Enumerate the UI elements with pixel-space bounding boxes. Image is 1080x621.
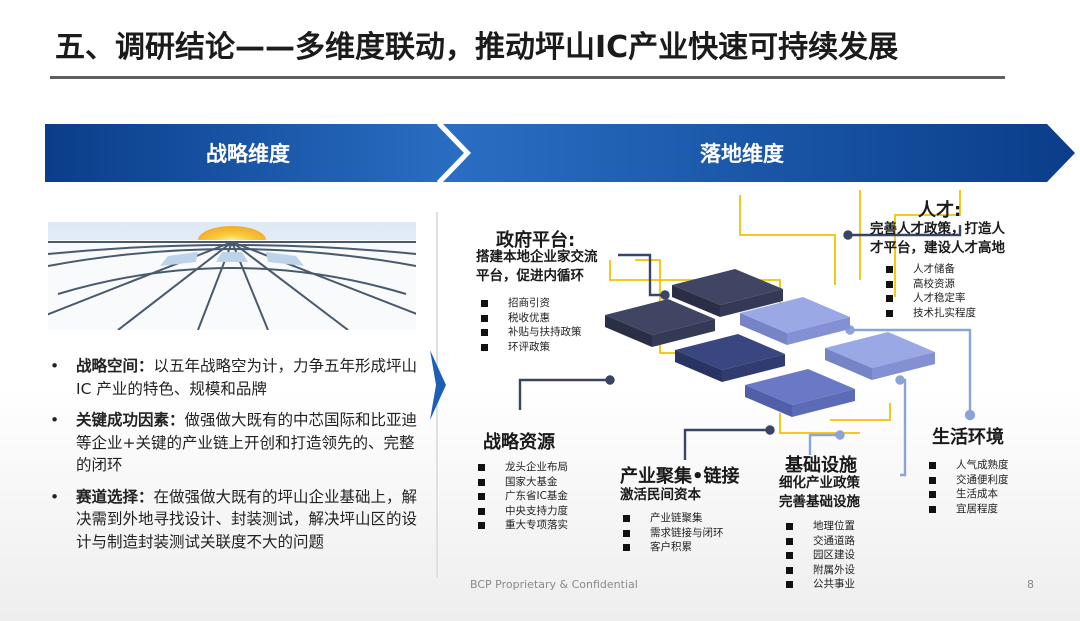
talent-title: 人才: — [918, 200, 962, 221]
list-item: 生活成本 — [926, 487, 1009, 502]
list-item: 国家大基金 — [475, 475, 568, 490]
government-platform-title: 政府平台: — [496, 230, 576, 251]
confidential-footer: BCP Proprietary & Confidential — [470, 578, 638, 591]
page-title: 五、调研结论——多维度联动，推动坪山IC产业快速可持续发展 — [55, 30, 899, 65]
government-platform-sub-2: 平台，促进内循环 — [476, 268, 584, 284]
strategy-chevron — [45, 124, 466, 182]
sunrise-illustration — [48, 222, 416, 330]
strategy-points: •战略空间：以五年战略空为计，力争五年形成坪山IC 产业的特色、规模和品牌 •关… — [50, 355, 420, 562]
list-item: 招商引资 — [478, 296, 582, 311]
infrastructure-title: 基础设施 — [785, 455, 857, 476]
list-item: 高校资源 — [883, 277, 976, 292]
list-item: 地理位置 — [783, 519, 855, 534]
strategy-point-head: 赛道选择： — [76, 487, 154, 506]
infrastructure-sub-1: 细化产业政策 — [779, 475, 860, 491]
list-item: 广东省IC基金 — [475, 489, 568, 504]
list-item: 补贴与扶持政策 — [478, 325, 582, 340]
list-item: 交通道路 — [783, 534, 855, 549]
list-item: 环评政策 — [478, 340, 582, 355]
strategy-point-text: 做强做大既有的中芯国际和比亚迪等企业+关键的产业链上开创和打造领先的、完整的闭环 — [76, 411, 418, 474]
list-item: 重大专项落实 — [475, 518, 568, 533]
strategy-point-head: 战略空间： — [76, 357, 154, 375]
tile-mid-front — [745, 369, 855, 417]
list-item: 园区建设 — [783, 548, 855, 563]
government-platform-list: 招商引资 税收优惠 补贴与扶持政策 环评政策 — [478, 296, 582, 354]
talent-sub-2: 才平台，建设人才高地 — [870, 240, 1005, 256]
strategic-resources-title: 战略资源 — [483, 432, 555, 453]
strategy-point-head: 关键成功因素： — [76, 411, 185, 429]
tile-light-right — [740, 297, 850, 345]
list-item: 客户积累 — [620, 540, 724, 555]
industrial-cluster-list: 产业链聚集 需求链接与闭环 客户积累 — [620, 511, 724, 555]
industrial-cluster-title: 产业聚集•链接 — [620, 466, 740, 487]
list-item: 公共事业 — [783, 577, 855, 592]
infrastructure-sub-2: 完善基础设施 — [779, 494, 860, 510]
talent-list: 人才储备 高校资源 人才稳定率 技术扎实程度 — [883, 262, 976, 320]
title-underline — [50, 76, 1005, 79]
dimension-banner — [45, 124, 1075, 182]
strategy-point: •赛道选择：在做强做大既有的坪山企业基础上，解决需到外地寻找设计、封装测试，解决… — [50, 487, 418, 551]
tile-dark-back — [672, 269, 783, 317]
strategic-resources-list: 龙头企业布局 国家大基金 广东省IC基金 中央支持力度 重大专项落实 — [475, 460, 568, 533]
industrial-cluster-sub: 激活民间资本 — [620, 487, 701, 503]
infrastructure-list: 地理位置 交通道路 园区建设 附属外设 公共事业 — [783, 519, 855, 592]
living-environment-list: 人气成熟度 交通便利度 生活成本 宜居程度 — [926, 458, 1009, 516]
list-item: 人才稳定率 — [883, 291, 976, 306]
list-item: 产业链聚集 — [620, 511, 724, 526]
list-item: 附属外设 — [783, 563, 855, 578]
tile-dark-left — [605, 299, 715, 347]
landing-chevron — [443, 124, 1075, 182]
list-item: 税收优惠 — [478, 311, 582, 326]
government-platform-sub-1: 搭建本地企业家交流 — [476, 249, 598, 265]
list-item: 需求链接与闭环 — [620, 526, 724, 541]
strategy-point: •战略空间：以五年战略空为计，力争五年形成坪山IC 产业的特色、规模和品牌 — [50, 357, 418, 398]
list-item: 交通便利度 — [926, 473, 1009, 488]
tile-light-far — [825, 332, 935, 380]
pointer-arrow — [430, 350, 446, 420]
strategy-point-text: 在做强做大既有的坪山企业基础上，解决需到外地寻找设计、封装测试，解决坪山区的设计… — [76, 487, 418, 551]
talent-sub-1: 完善人才政策，打造人 — [870, 221, 1005, 237]
list-item: 人才储备 — [883, 262, 976, 277]
list-item: 中央支持力度 — [475, 504, 568, 519]
list-item: 龙头企业布局 — [475, 460, 568, 475]
landing-diagram — [518, 190, 976, 477]
strategy-point: •关键成功因素：做强做大既有的中芯国际和比亚迪等企业+关键的产业链上开创和打造领… — [50, 411, 418, 474]
list-item: 宜居程度 — [926, 502, 1009, 517]
list-item: 人气成熟度 — [926, 458, 1009, 473]
strategy-point-text: 以五年战略空为计，力争五年形成坪山IC 产业的特色、规模和品牌 — [76, 357, 418, 398]
tile-navy-center — [675, 334, 785, 382]
landing-dimension-label: 落地维度 — [700, 142, 784, 166]
page-number: 8 — [1027, 578, 1034, 591]
strategy-dimension-label: 战略维度 — [206, 142, 290, 166]
list-item: 技术扎实程度 — [883, 306, 976, 321]
living-environment-title: 生活环境 — [932, 427, 1004, 448]
